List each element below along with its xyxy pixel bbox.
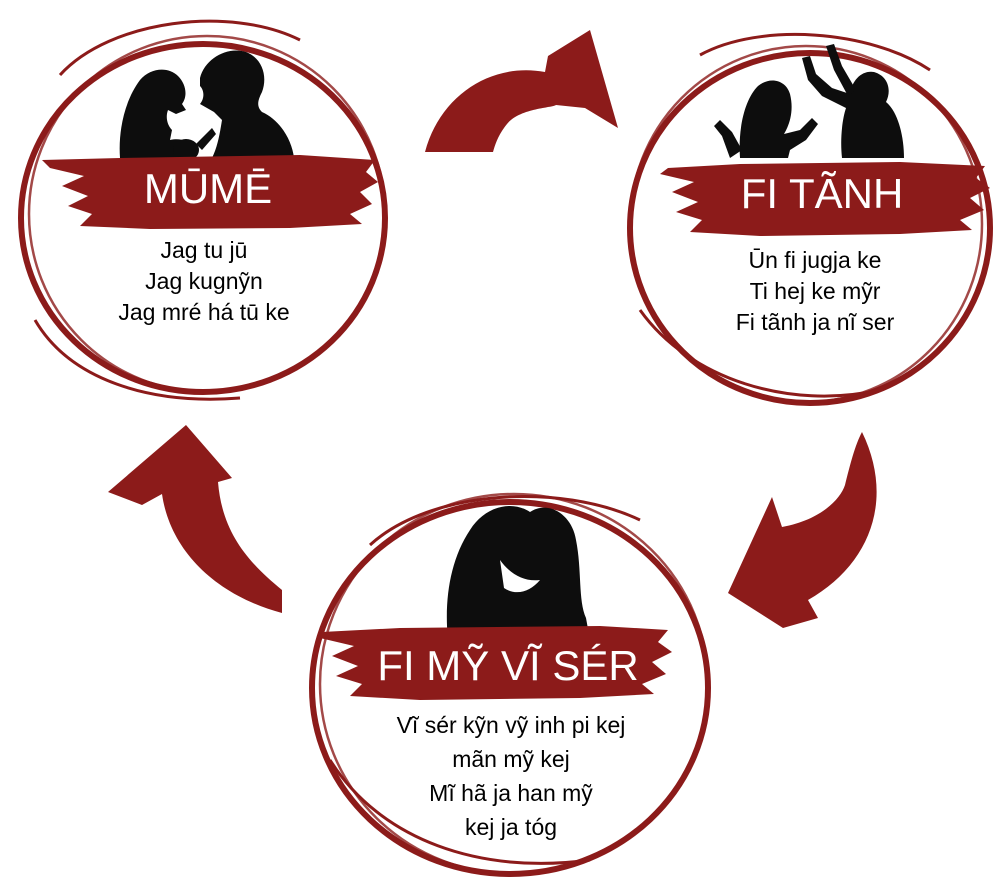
stage-title: MŪMĒ [144,165,272,212]
stage-title: FI MỸ VĨ SÉR [377,642,638,689]
description-line: Ti hej ke mỹr [750,278,881,304]
domestic-violence-silhouette-icon [714,44,904,158]
brush-circle [309,492,711,877]
brush-circle [627,32,993,406]
stage-description: Jag tu jū Jag kugnỹn Jag mré há tū ke [118,237,289,325]
description-line: Ūn fi jugja ke [749,247,882,273]
description-line: Vĩ sér kỹn vỹ inh pi kej [397,712,626,738]
title-banner: FI TÃNH [660,162,990,236]
description-line: mãn mỹ kej [452,746,570,772]
stage-description: Ūn fi jugja ke Ti hej ke mỹr Fi tãnh ja … [736,247,895,335]
description-line: Mĩ hã ja han mỹ [429,780,593,806]
stage-description: Vĩ sér kỹn vỹ inh pi kej mãn mỹ kej Mĩ h… [397,712,626,840]
curved-arrow-icon [108,425,282,613]
arrow-fi-my-vi-ser-to-mume [108,425,282,613]
arrow-mume-to-fi-tanh [425,30,618,152]
embracing-couple-silhouette-icon [446,506,590,640]
arrow-fi-tanh-to-fi-my-vi-ser [728,432,877,628]
stage-fi-my-vi-ser: FI MỸ VĨ SÉR Vĩ sér kỹn vỹ inh pi kej mã… [309,492,711,877]
title-banner: FI MỸ VĨ SÉR [320,626,672,700]
description-line: Jag tu jū [161,237,248,263]
title-banner: MŪMĒ [42,155,378,229]
couple-with-baby-silhouette-icon [119,50,294,161]
curved-arrow-icon [728,432,877,628]
description-line: Fi tãnh ja nĩ ser [736,309,895,335]
stage-mume: MŪMĒ Jag tu jū Jag kugnỹn Jag mré há tū … [18,19,388,401]
description-line: Jag kugnỹn [145,268,263,294]
description-line: kej ja tóg [465,814,557,840]
stage-fi-tanh: FI TÃNH Ūn fi jugja ke Ti hej ke mỹr Fi … [627,32,993,406]
stage-title: FI TÃNH [741,170,904,217]
brush-circle [18,19,388,401]
curved-arrow-icon [425,30,618,152]
description-line: Jag mré há tū ke [118,299,289,325]
